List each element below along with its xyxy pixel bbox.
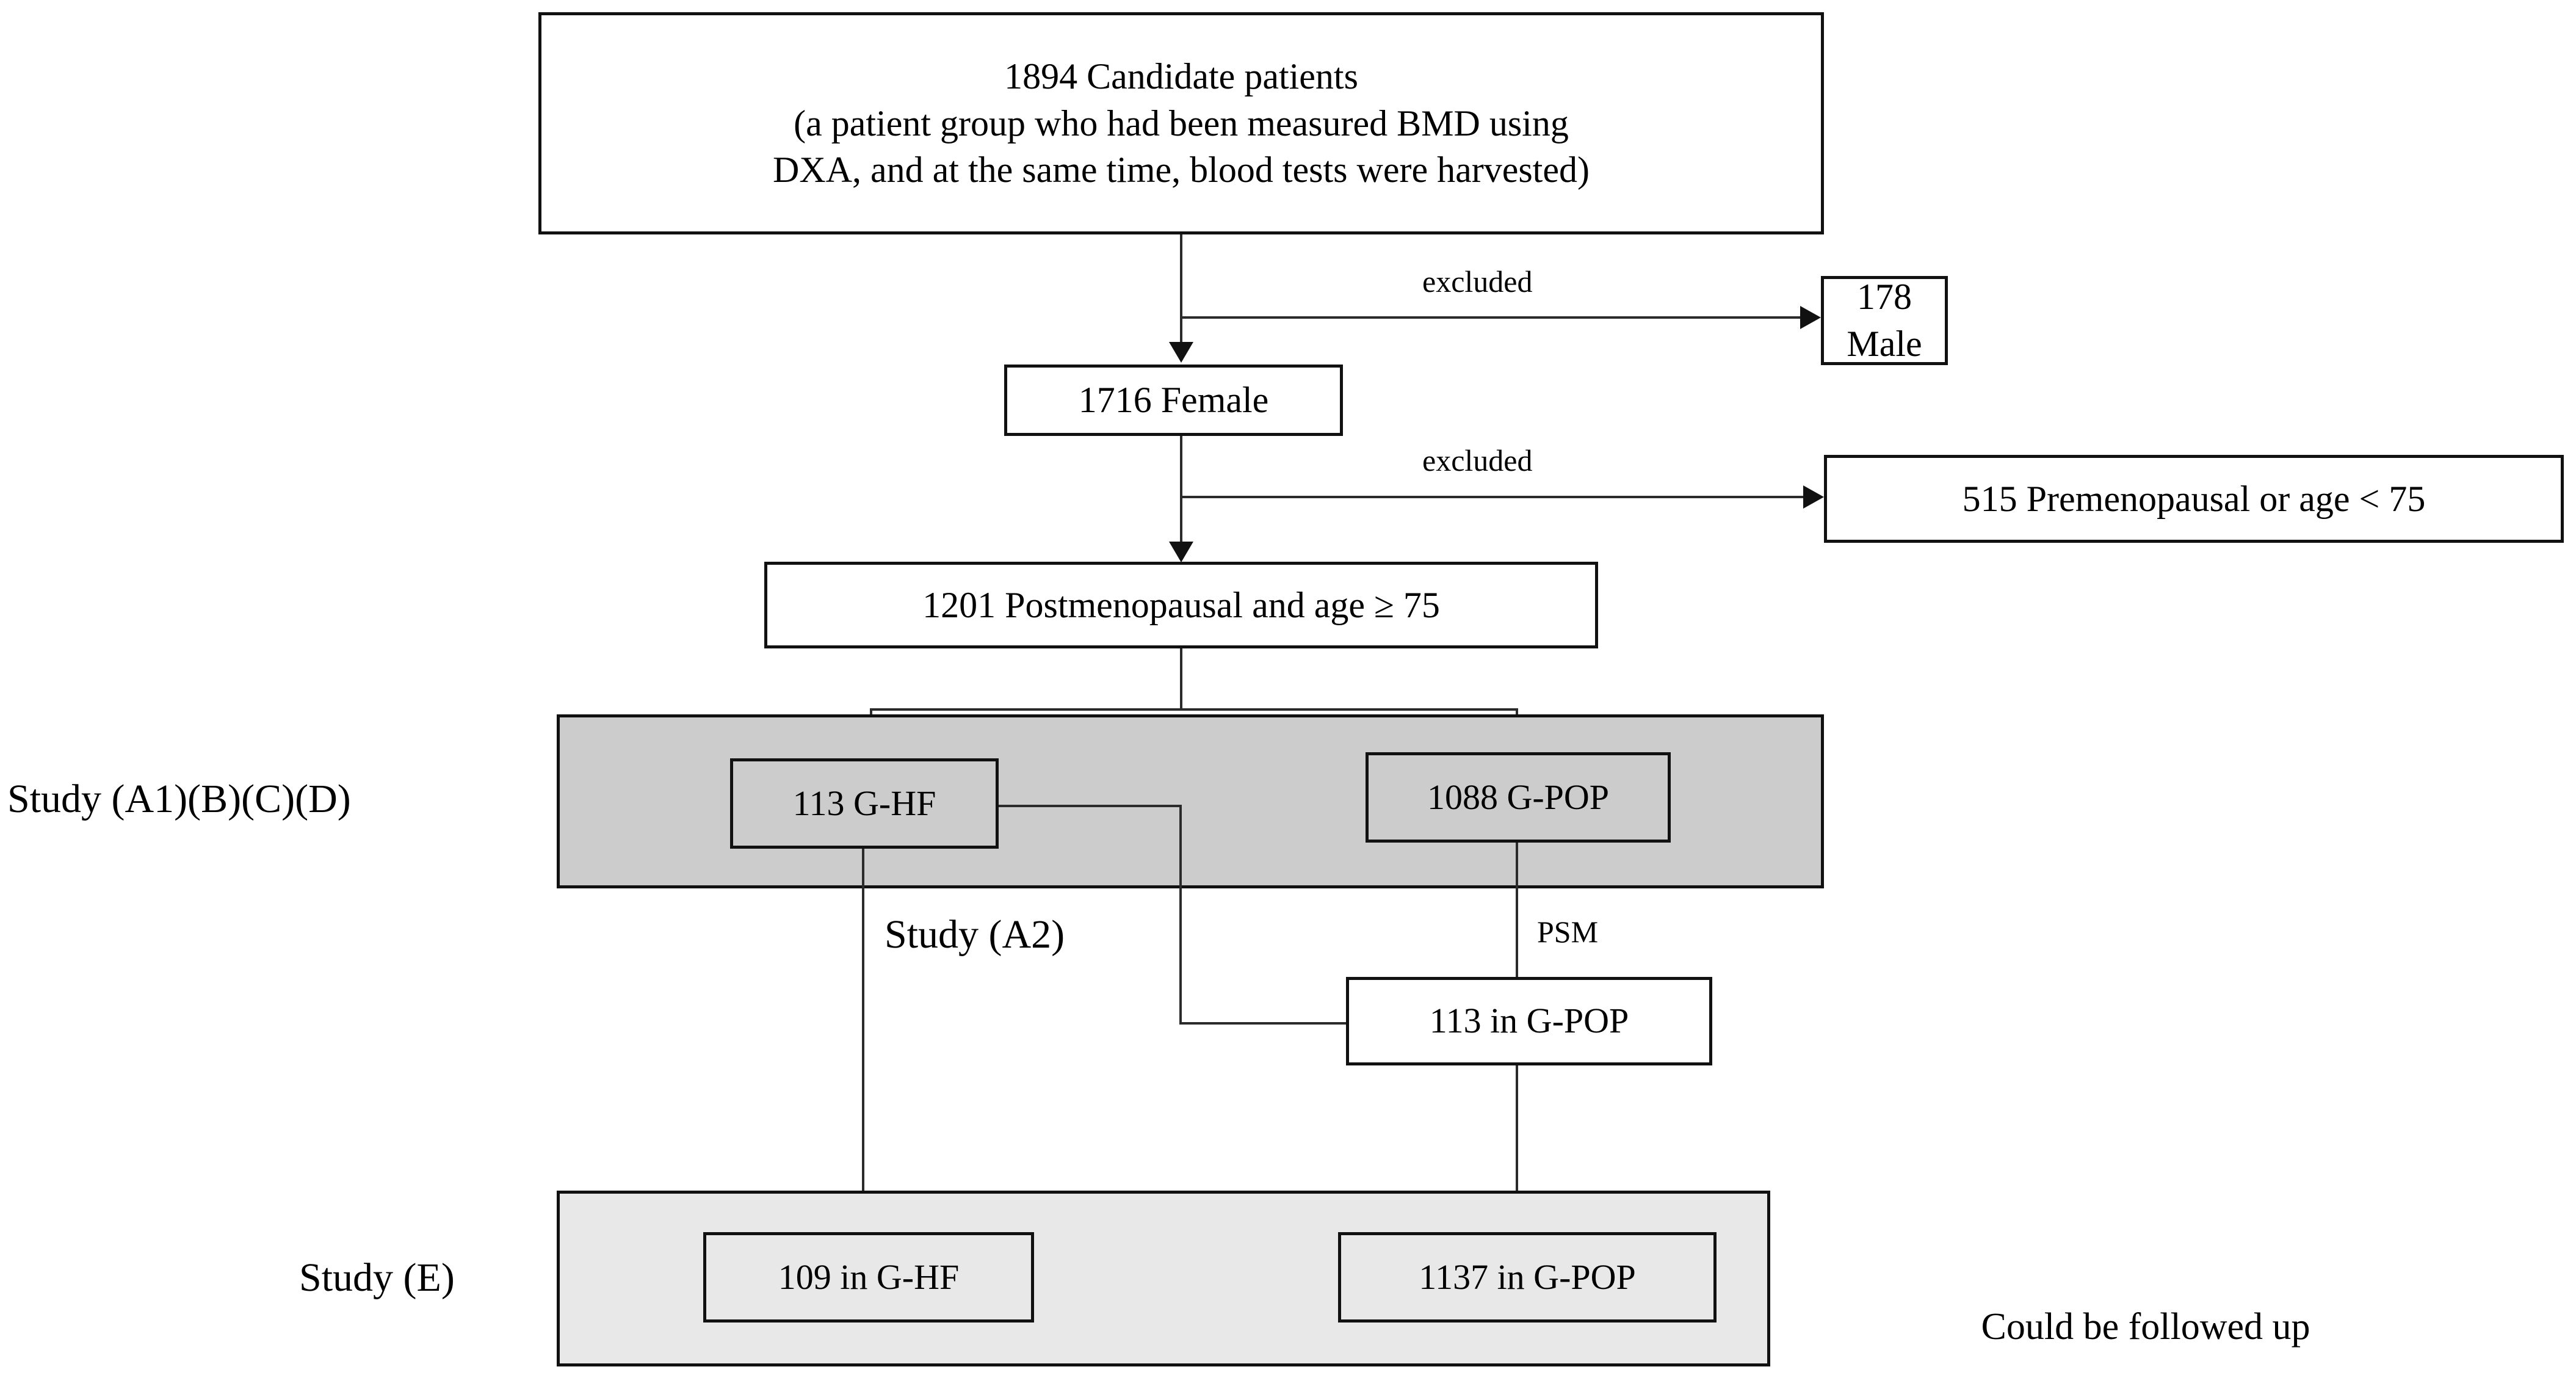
node-female: 1716 Female [1004,365,1343,436]
node-g-pop-final: 1137 in G-POP [1338,1232,1717,1323]
node-psm-g-pop: 113 in G-POP [1346,977,1712,1065]
connector-to-male-excluded [1180,316,1800,319]
node-postmenopausal: 1201 Postmenopausal and age ≥ 75 [764,562,1598,648]
postmenopausal-label: 1201 Postmenopausal and age ≥ 75 [922,584,1440,625]
connector-postmenopausal-split [870,708,1518,711]
connector-to-premenopausal-excluded [1180,496,1803,498]
female-label: 1716 Female [1078,380,1269,421]
connector-postmenopausal-stem [1180,648,1182,711]
edge-label-psm: PSM [1537,915,1599,949]
arrowhead-to-premenopausal-excluded [1803,485,1824,509]
g-hf-final-label: 109 in G-HF [778,1257,960,1297]
premenopausal-label: 515 Premenopausal or age < 75 [1962,478,2426,519]
node-candidate-patients: 1894 Candidate patients (a patient group… [538,12,1824,234]
g-pop-label: 1088 G-POP [1427,777,1610,817]
edge-label-excluded-male: excluded [1422,264,1533,299]
node-male-excluded: 178 Male [1821,276,1948,365]
candidate-line-2: (a patient group who had been measured B… [794,103,1569,143]
arrowhead-female-to-postmenopausal [1169,542,1193,562]
male-label: 178 Male [1847,277,1922,364]
connector-female-to-postmenopausal [1180,436,1182,543]
note-follow-up-line-1: Could be followed up [1981,1306,2310,1348]
node-g-pop: 1088 G-POP [1366,752,1671,843]
note-follow-up: Could be followed up Study (F) [1801,1209,2491,1386]
node-premenopausal-excluded: 515 Premenopausal or age < 75 [1824,455,2564,543]
connector-ghf-to-psm-right [999,805,1182,807]
connector-candidate-to-female [1180,234,1182,343]
g-pop-final-label: 1137 in G-POP [1419,1257,1636,1297]
node-g-hf: 113 G-HF [730,758,999,849]
connector-gpop-to-psm [1516,843,1518,978]
candidate-line-3: DXA, and at the same time, blood tests w… [773,150,1590,190]
study-label-a1-b-c-d: Study (A1)(B)(C)(D) [7,777,351,821]
candidate-line-1: 1894 Candidate patients [1004,56,1358,96]
g-hf-label: 113 G-HF [792,783,936,823]
arrowhead-candidate-to-female [1169,342,1193,363]
connector-psm-into-box [1179,1022,1348,1025]
connector-psm-to-final [1516,1065,1518,1233]
connector-ghf-to-psm-down [1179,805,1182,1025]
edge-label-excluded-premenopausal: excluded [1422,443,1533,477]
study-label-a2: Study (A2) [885,912,1065,957]
connector-ghf-to-final [862,849,864,1233]
study-label-e: Study (E) [299,1255,455,1300]
node-g-hf-final: 109 in G-HF [703,1232,1034,1323]
arrowhead-to-male-excluded [1800,306,1821,329]
psm-g-pop-label: 113 in G-POP [1429,1001,1629,1041]
